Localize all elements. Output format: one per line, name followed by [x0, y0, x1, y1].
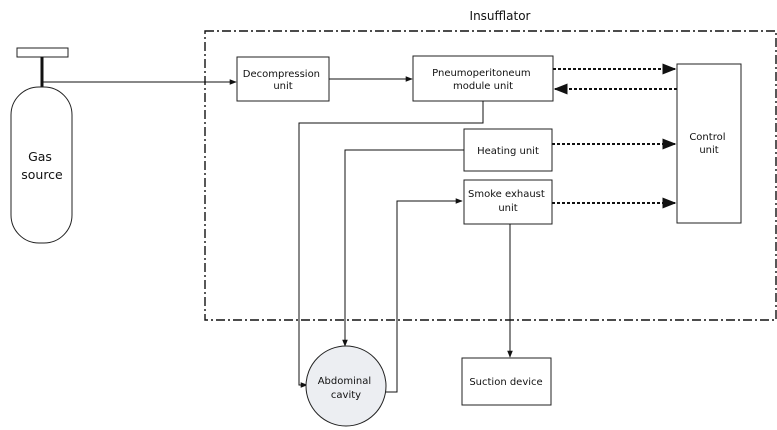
- abdominal-cavity-circle: [305, 345, 387, 427]
- smoke-exhaust-unit-box: [463, 179, 553, 225]
- control-unit-box: [676, 63, 742, 224]
- pneumo-to-abdominal-line: [298, 101, 484, 388]
- heating-unit-label: Heating unit: [477, 146, 539, 157]
- pneumoperitoneum-unit-label: Pneumoperitoneum module unit: [432, 68, 534, 92]
- insufflator-title: Insufflator: [470, 9, 531, 23]
- gas-source-label: Gas source: [21, 149, 63, 182]
- insufflator-boundary: [204, 30, 777, 321]
- smoke-exhaust-unit-label: Smoke exhaust unit: [468, 189, 548, 214]
- pneumoperitoneum-unit-box: [412, 55, 554, 102]
- abdominal-to-smoke-line: [385, 198, 463, 393]
- control-unit-label: Control unit: [689, 132, 728, 156]
- decompression-unit-box: [236, 56, 330, 102]
- decompression-unit-label: Decompression unit: [243, 69, 323, 92]
- gas-cylinder-icon: [10, 47, 73, 244]
- suction-device-box: [461, 357, 552, 406]
- heating-to-abdominal-line: [342, 149, 464, 347]
- abdominal-cavity-label: Abdominal cavity: [318, 376, 375, 401]
- suction-device-label: Suction device: [469, 377, 542, 388]
